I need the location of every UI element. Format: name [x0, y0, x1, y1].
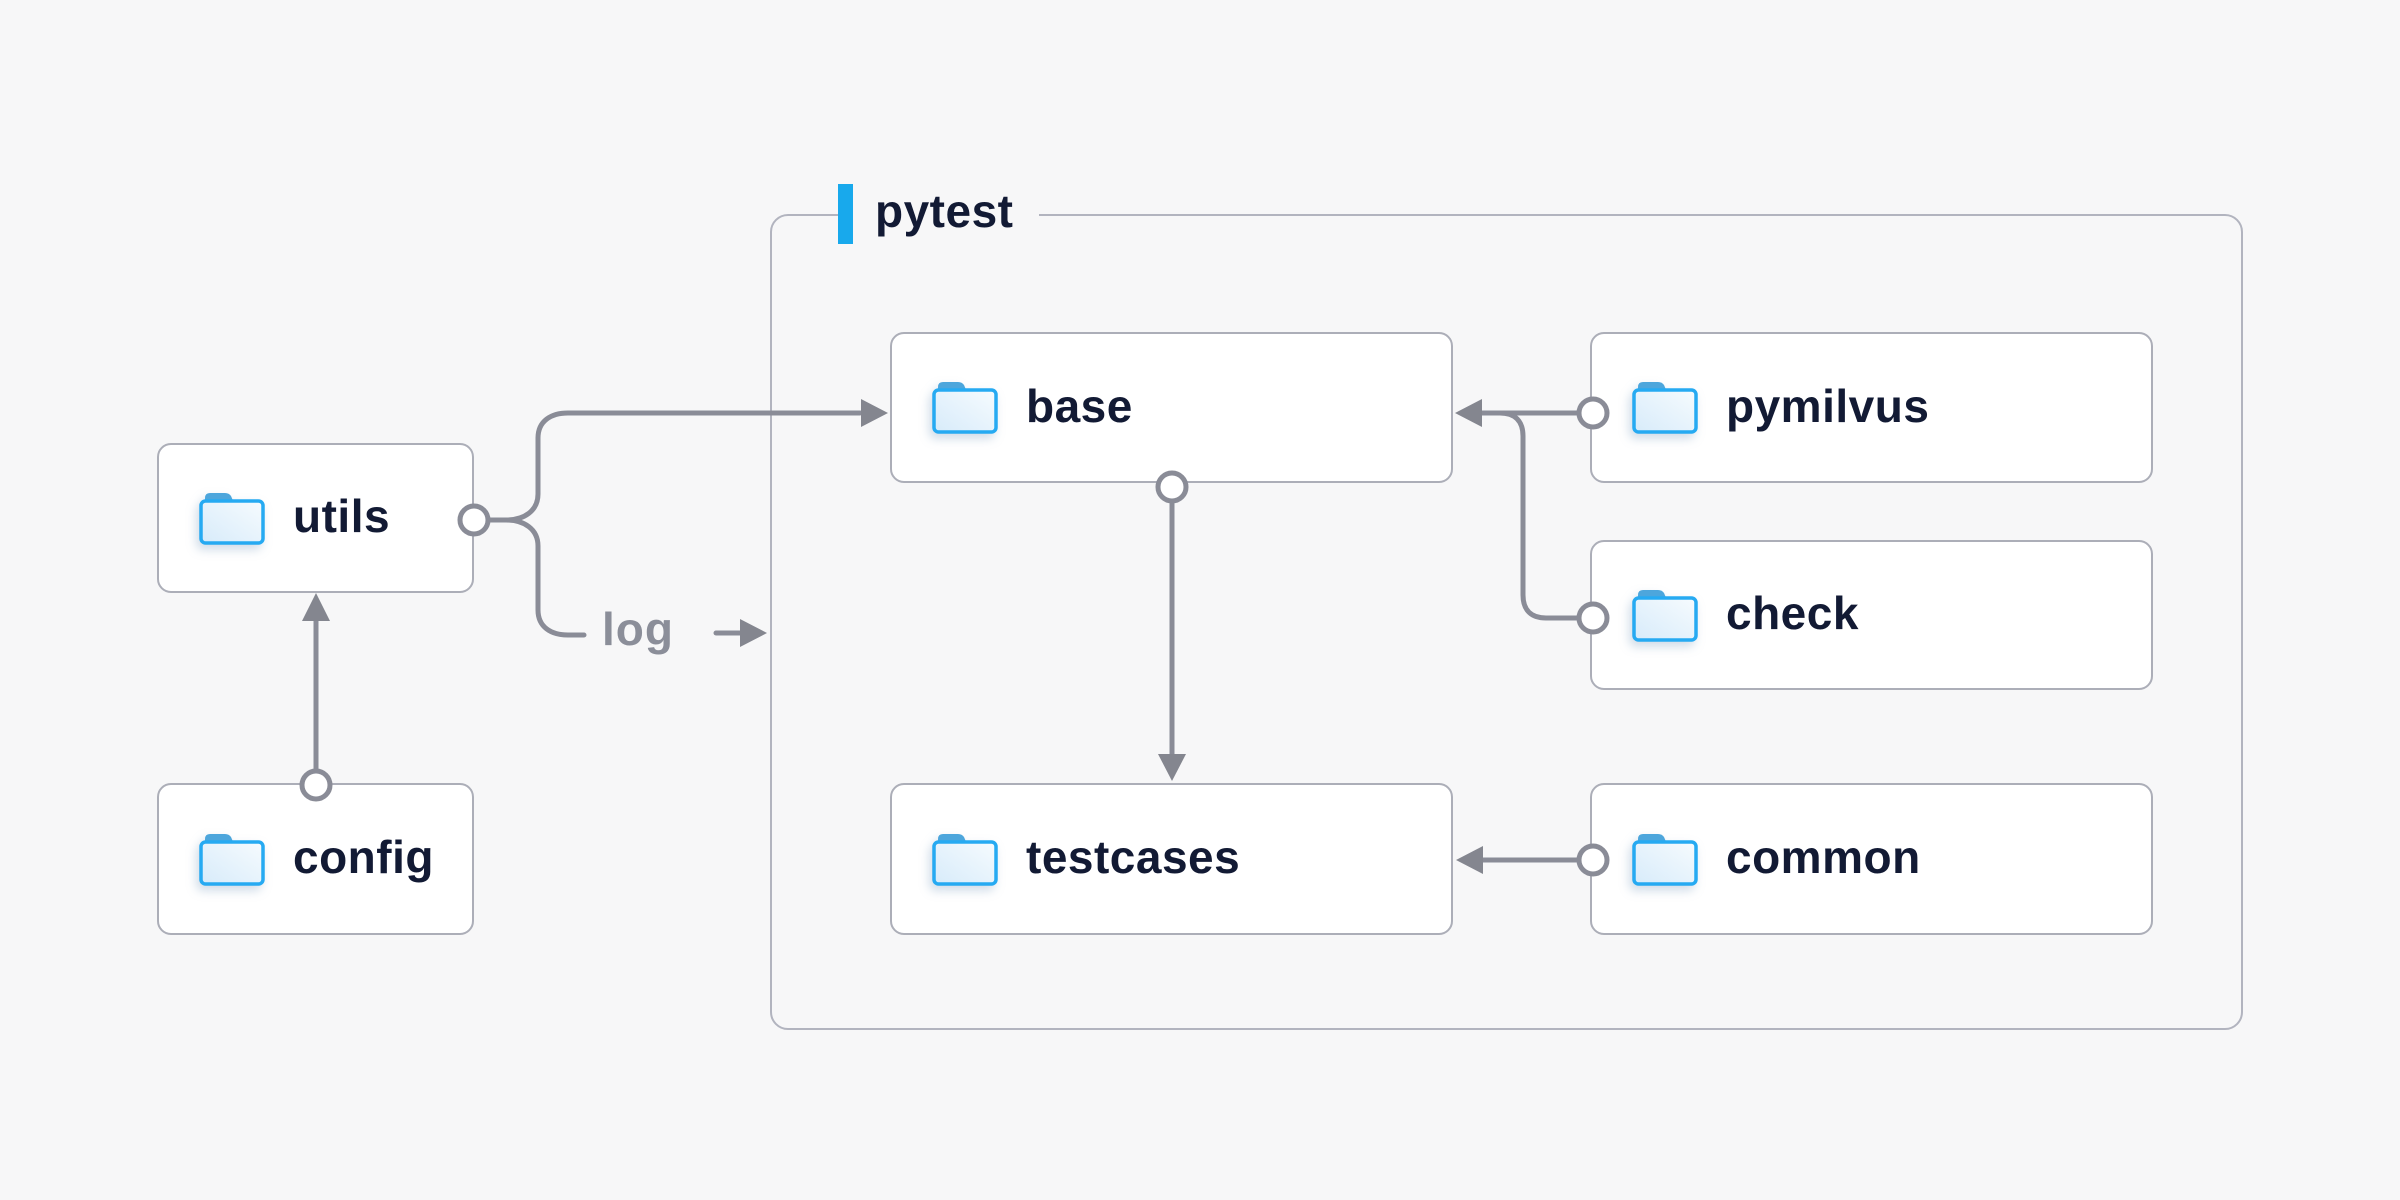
folder-icon [199, 492, 265, 545]
group-title: pytest [875, 185, 1014, 237]
node-label: base [1026, 379, 1133, 432]
edge-config-utils [302, 593, 330, 772]
node-base: base [890, 332, 1453, 483]
folder-icon [932, 833, 998, 886]
folder-icon [932, 382, 998, 434]
node-common: common [1590, 783, 2153, 935]
node-label: config [293, 831, 434, 883]
node-label: utils [293, 490, 391, 542]
node-config: config [157, 783, 474, 935]
node-utils: utils [157, 443, 474, 593]
folder-icon [199, 833, 265, 886]
node-testcases: testcases [890, 783, 1453, 935]
accent-bar [838, 184, 853, 244]
pytest-group-label: pytest [838, 183, 1040, 245]
edge-label-log: log [602, 603, 674, 655]
node-check: check [1590, 540, 2153, 690]
node-pymilvus: pymilvus [1590, 332, 2153, 483]
folder-icon [1632, 382, 1698, 434]
node-label: pymilvus [1726, 379, 1930, 432]
folder-icon [1632, 589, 1698, 642]
node-label: testcases [1026, 831, 1241, 883]
node-label: common [1726, 831, 1921, 883]
node-label: check [1726, 587, 1859, 639]
pytest-group-box [770, 214, 2243, 1030]
folder-icon [1632, 833, 1698, 886]
